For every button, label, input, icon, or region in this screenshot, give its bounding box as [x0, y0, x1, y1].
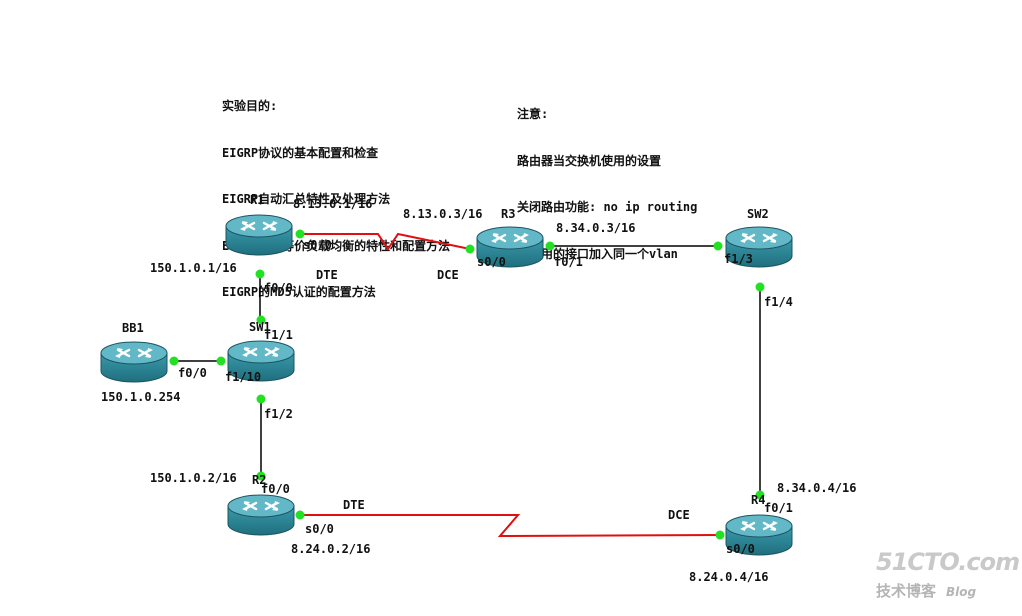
ip-label: 150.1.0.1/16 — [150, 261, 237, 275]
objective-item: EIGRP协议的基本配置和检查 — [222, 145, 379, 160]
ip-label: 150.1.0.254 — [101, 390, 180, 404]
interface-label: s0/0 — [726, 542, 755, 556]
interface-label: f0/1 — [764, 501, 793, 515]
ip-label: 8.34.0.3/16 — [556, 221, 635, 235]
router-r2 — [226, 493, 296, 537]
link-type-label: DCE — [437, 268, 459, 282]
link-type-label: DTE — [316, 268, 338, 282]
port-dot — [755, 282, 765, 292]
note-item: 所使用的接口加入同一个vlan — [517, 246, 678, 261]
notes-block: 注意: 路由器当交换机使用的设置 关闭路由功能: no ip routing 所… — [517, 76, 697, 293]
watermark-site: 51CTO.com — [876, 548, 1020, 576]
interface-label: s0/0 — [303, 238, 332, 252]
watermark-blog: Blog — [946, 585, 977, 599]
router-bb1 — [99, 340, 169, 384]
ip-label: 8.24.0.2/16 — [291, 542, 370, 556]
port-indicators — [169, 229, 765, 540]
port-dot — [256, 315, 266, 325]
port-dot — [715, 530, 725, 540]
interface-label: s0/0 — [477, 255, 506, 269]
port-dot — [256, 394, 266, 404]
interface-label: f1/1 — [264, 328, 293, 342]
ip-label: 8.13.0.3/16 — [403, 207, 482, 221]
port-dot — [255, 269, 265, 279]
watermark-tagline-row: 技术博客 Blog — [876, 580, 976, 601]
ip-label: 8.34.0.4/16 — [777, 481, 856, 495]
port-dot — [216, 356, 226, 366]
notes-heading: 注意: — [517, 107, 549, 121]
ip-label: 8.13.0.1/16 — [293, 197, 372, 211]
site-watermark: 51CTO.com 技术博客 Blog — [876, 548, 1020, 606]
interface-label: f0/0 — [261, 482, 290, 496]
device-label-r4: R4 — [751, 493, 765, 507]
link-type-label: DTE — [343, 498, 365, 512]
ip-label: 150.1.0.2/16 — [150, 471, 237, 485]
interface-label: f1/10 — [225, 370, 261, 384]
link-type-label: DCE — [668, 508, 690, 522]
interface-label: f0/0 — [264, 281, 293, 295]
port-dot — [169, 356, 179, 366]
interface-label: f0/1 — [554, 255, 583, 269]
device-label-r1: R1 — [250, 193, 264, 207]
objectives-heading: 实验目的: — [222, 99, 278, 113]
device-label-r3: R3 — [501, 207, 515, 221]
port-dot — [295, 510, 305, 520]
port-dot — [755, 490, 765, 500]
port-dot — [256, 471, 266, 481]
watermark-tagline: 技术博客 — [876, 582, 937, 600]
port-dot — [713, 241, 723, 251]
interface-label: f1/2 — [264, 407, 293, 421]
interface-label: f0/0 — [178, 366, 207, 380]
interface-label: s0/0 — [305, 522, 334, 536]
device-label-sw2: SW2 — [747, 207, 769, 221]
interface-label: f1/4 — [764, 295, 793, 309]
port-dot — [545, 241, 555, 251]
note-item: 路由器当交换机使用的设置 — [517, 153, 662, 168]
links — [174, 232, 761, 538]
interface-label: f1/3 — [724, 252, 753, 266]
objective-item: EIGRP自动汇总特性及处理方法 — [222, 192, 391, 206]
router-r1 — [224, 213, 294, 257]
serial-link-r1-r3 — [300, 232, 471, 251]
note-item: 关闭路由功能: no ip routing — [517, 200, 698, 214]
device-label-sw1: SW1 — [249, 320, 271, 334]
port-dot — [465, 244, 475, 254]
serial-link-r2-r4 — [300, 514, 721, 538]
ip-label: 8.24.0.4/16 — [689, 570, 768, 584]
port-dot — [295, 229, 305, 239]
device-label-r2: R2 — [252, 473, 266, 487]
device-label-bb1: BB1 — [122, 321, 144, 335]
